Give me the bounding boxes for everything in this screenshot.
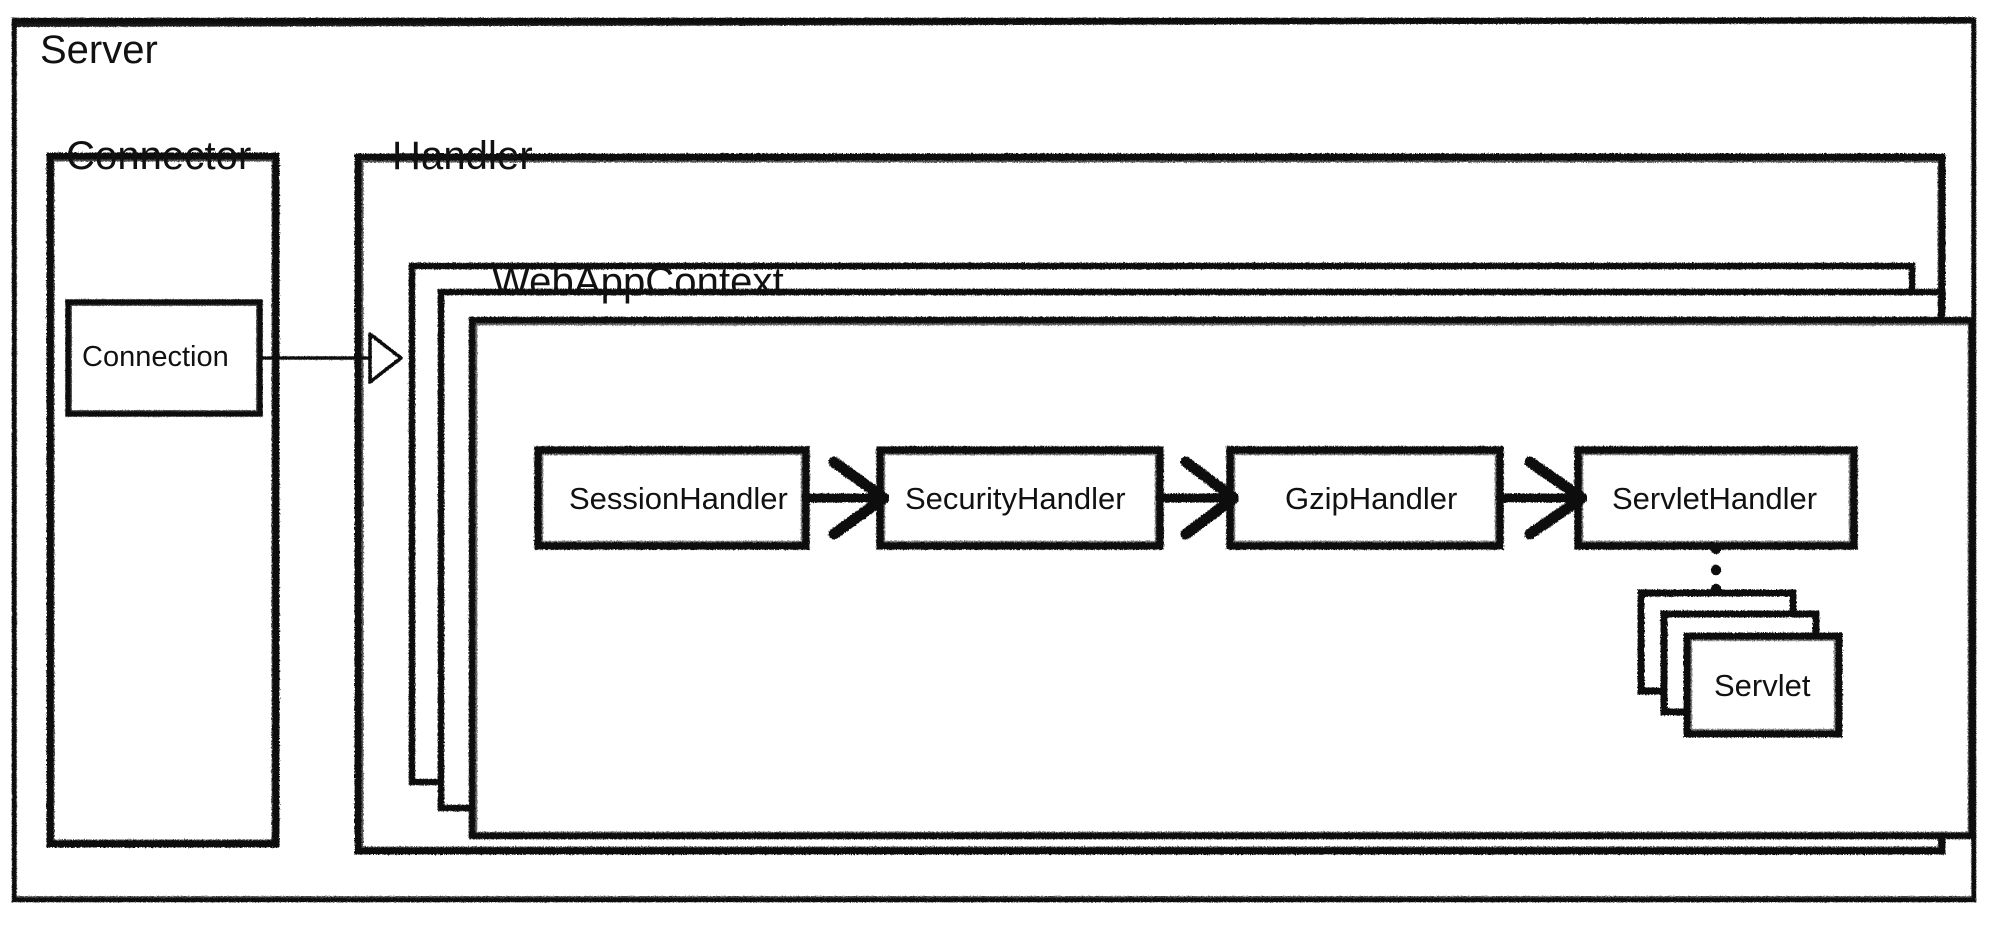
servlethandler-box[interactable] [1578,450,1854,546]
server-container-label: Server [40,28,158,72]
securityhandler-box-label: SecurityHandler [905,481,1126,516]
servlethandler-box-label: ServletHandler [1612,481,1818,516]
webappcontext-container-label: WebAppContext [492,260,784,304]
connection-box-label: Connection [82,341,229,373]
sessionhandler-box[interactable] [538,450,806,546]
webappcontext-container[interactable] [412,266,1972,836]
handler-container-label: Handler [392,134,533,178]
servlet-box-label: Servlet [1714,668,1811,703]
securityhandler-box[interactable] [880,450,1160,546]
sessionhandler-box-label: SessionHandler [569,481,788,516]
gziphandler-box-label: GzipHandler [1285,481,1458,516]
connector-container[interactable] [50,156,276,844]
connection-box[interactable] [68,302,260,414]
servlet-box-stack[interactable] [1641,593,1839,734]
gziphandler-box[interactable] [1230,450,1500,546]
connector-container-label: Connector [66,134,252,178]
